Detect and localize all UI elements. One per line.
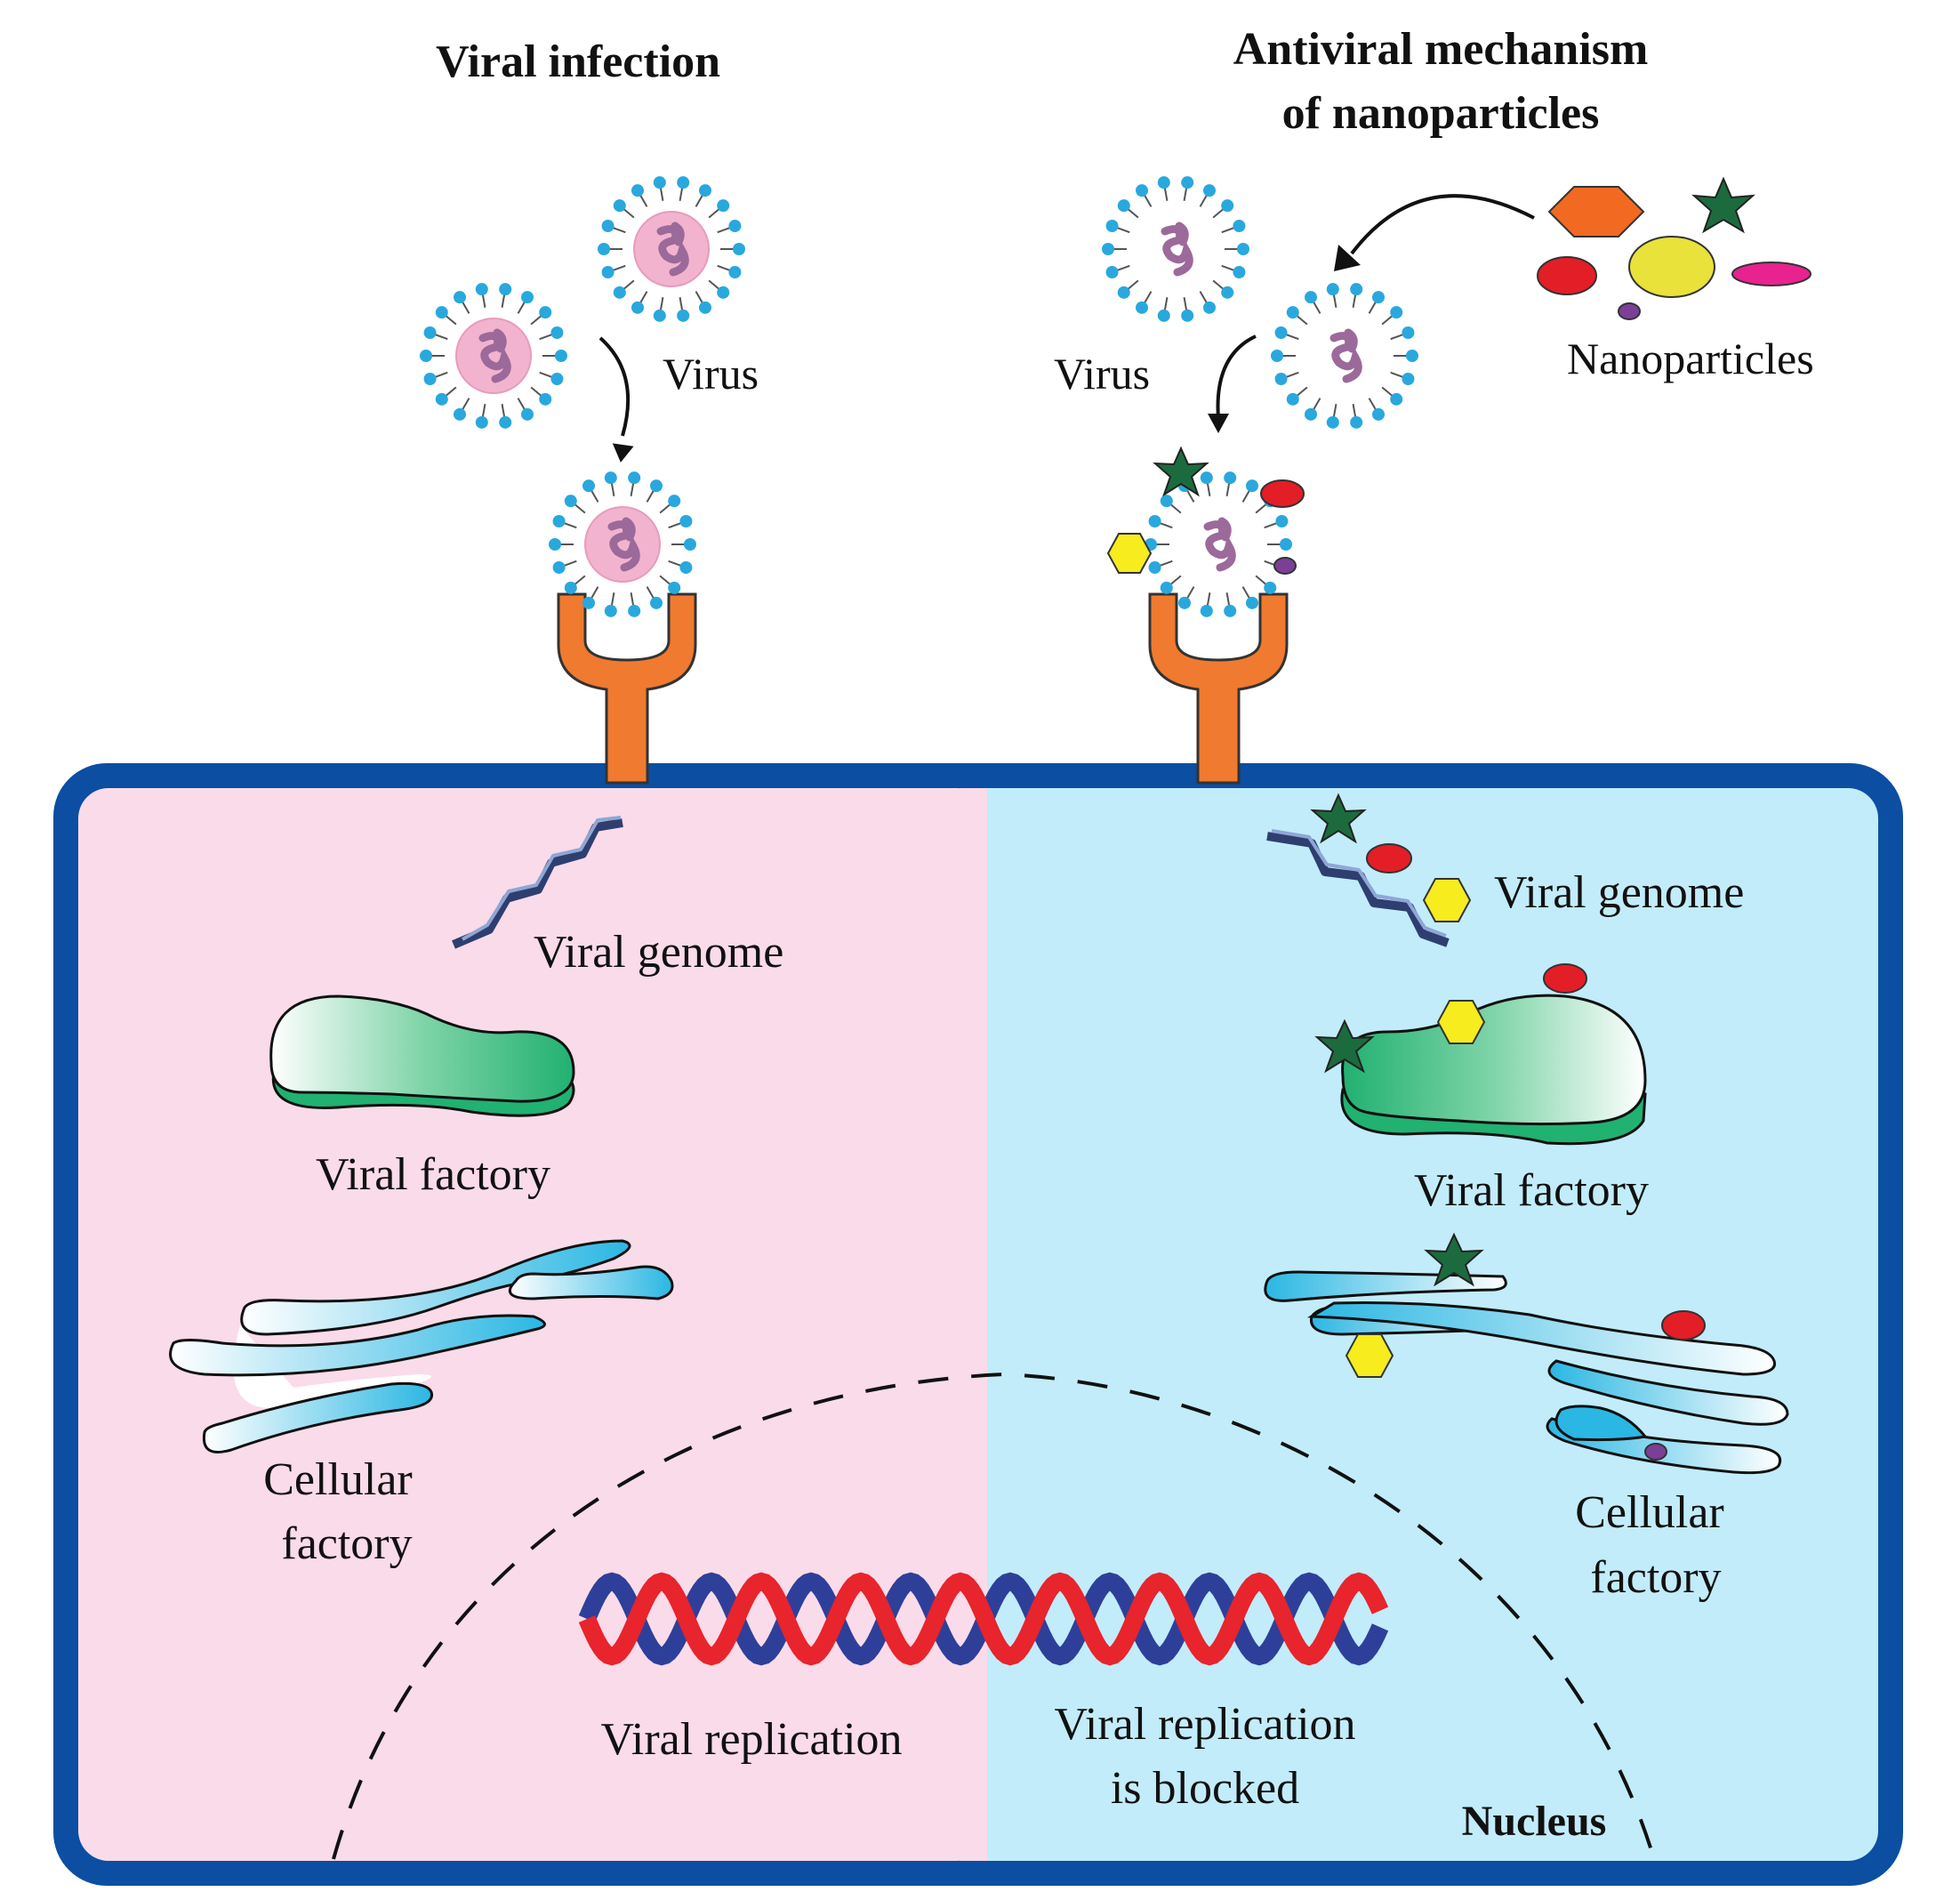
dna-strand-red: [578, 1572, 1389, 1666]
nanoparticle-hexagon-orange: [1547, 186, 1645, 238]
nanoparticle-icon-cluster: [1537, 176, 1811, 320]
label-cellular-factory-right-2: factory: [1590, 1552, 1721, 1603]
virus-icon-3: [1102, 176, 1249, 322]
nucleus-boundary: [332, 1372, 1656, 1860]
viral-genome-icon-right: [1266, 793, 1472, 947]
viral-factory-icon-right: [1314, 963, 1647, 1146]
label-virus-right: Virus: [1054, 349, 1150, 399]
nanoparticles-on-virus: [1106, 446, 1305, 575]
viral-factory-icon-left: [269, 994, 575, 1117]
label-viral-factory-right: Viral factory: [1414, 1165, 1649, 1216]
label-viral-genome-right: Viral genome: [1494, 867, 1744, 918]
label-nucleus: Nucleus: [1462, 1798, 1607, 1845]
label-virus-left: Virus: [663, 349, 759, 399]
golgi-icon-left: [169, 1239, 674, 1453]
dna-helix-icon: [578, 1572, 1389, 1666]
label-cellular-factory-left-1: Cellular: [263, 1454, 413, 1505]
nanoparticle-yellow: [1628, 236, 1715, 298]
nanoparticle-red: [1537, 256, 1597, 295]
viral-genome-icon-left: [452, 816, 623, 949]
label-cellular-factory-left-2: factory: [281, 1518, 412, 1569]
nanoparticle-star-green: [1691, 176, 1755, 234]
label-viral-replication: Viral replication: [600, 1714, 902, 1765]
arrow-icon-left: [598, 336, 634, 463]
title-right-line1: Antiviral mechanism: [1233, 24, 1649, 75]
label-viral-replication-blocked-2: is blocked: [1111, 1763, 1299, 1814]
virus-icon-4: [1271, 283, 1418, 429]
nanoparticle-magenta: [1731, 262, 1811, 286]
arrow-icon-right-2: [1208, 334, 1257, 433]
golgi-icon-right: [1264, 1232, 1789, 1475]
viruses: [420, 176, 1418, 617]
label-viral-genome-left: Viral genome: [534, 927, 783, 978]
virus-icon-bound-left: [549, 471, 696, 617]
title-right-line2: of nanoparticles: [1282, 88, 1600, 139]
label-viral-replication-blocked-1: Viral replication: [1054, 1699, 1355, 1750]
receptor-icon-left: [557, 592, 697, 785]
virus-icon-1: [598, 176, 745, 322]
label-cellular-factory-right-1: Cellular: [1575, 1487, 1724, 1538]
nanoparticle-purple: [1618, 302, 1641, 320]
virus-icon-2: [420, 283, 567, 429]
label-nanoparticles: Nanoparticles: [1567, 334, 1814, 383]
arrow-icon-right-1: [1334, 194, 1535, 271]
title-left: Viral infection: [436, 36, 720, 87]
receptor-icon-right: [1148, 592, 1289, 785]
label-viral-factory-left: Viral factory: [316, 1149, 550, 1200]
